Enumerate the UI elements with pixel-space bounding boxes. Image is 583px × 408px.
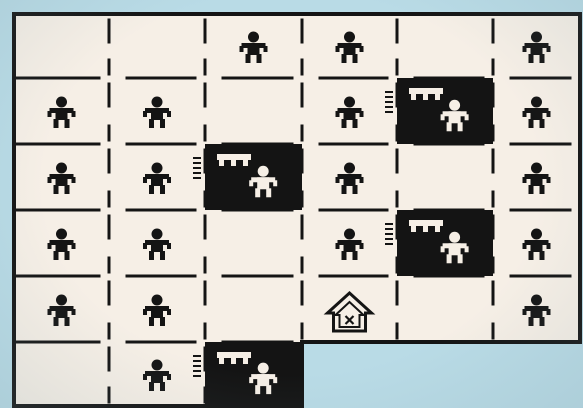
dark-cell-fill <box>397 210 493 276</box>
board-cell-r3-c4[interactable] <box>397 210 493 276</box>
board-cell-r1-c4[interactable] <box>397 78 493 144</box>
board-cell-r2-c2[interactable] <box>205 144 302 210</box>
board-cell-r5-c2[interactable] <box>205 342 302 406</box>
dark-cell-fill <box>205 342 302 406</box>
dark-cell-fill <box>397 78 493 144</box>
dark-cell-fill <box>205 144 302 210</box>
